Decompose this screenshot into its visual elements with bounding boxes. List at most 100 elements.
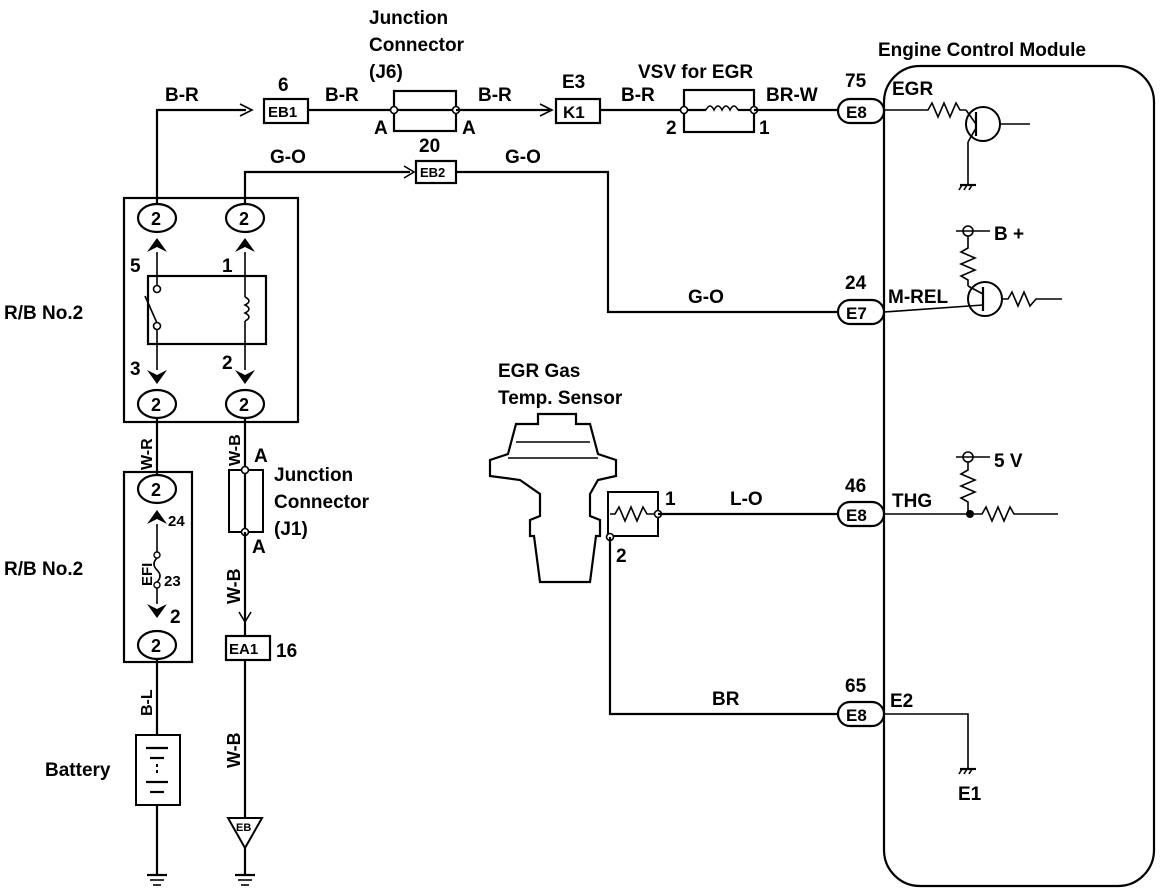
egr-transistor-emitter [967, 127, 977, 143]
vsv-label-pin-1: 1 [759, 118, 770, 139]
j6-label-a-left: A [374, 118, 388, 139]
wire-label-wb-1: W-B [227, 434, 244, 466]
relay-body [146, 274, 268, 346]
efi-chevron-2 [147, 604, 167, 618]
ecm-terminal-bplus: B + [994, 224, 1024, 245]
connector-eb2-code: EB2 [420, 165, 445, 180]
efi-pin-24: 24 [168, 513, 185, 530]
relay-pin-5: 5 [130, 256, 141, 277]
vsv-coil-icon [705, 105, 739, 112]
j1-title-1: Junction [274, 465, 353, 486]
j1-label-a-top: A [254, 446, 268, 467]
connector-e7-code: E7 [846, 304, 867, 323]
ground-eb-icon [226, 817, 264, 851]
egr-transistor-collector [965, 109, 977, 125]
sensor-title-2: Temp. Sensor [498, 388, 623, 409]
sensor-title-1: EGR Gas [498, 361, 580, 382]
connector-k1-pin: E3 [562, 72, 585, 93]
relay-switch-contact-top [152, 284, 162, 294]
e1-ground-hatch-1 [958, 768, 963, 775]
j6-title-2: Connector [369, 35, 465, 56]
efi-fuse-contact-top [153, 551, 161, 559]
relay-chevron-3 [147, 370, 167, 384]
ground-eb-label: EB [236, 822, 251, 834]
mrel-pullup-resistor-icon [958, 236, 978, 286]
connector-e8-egr-code: E8 [846, 103, 867, 122]
relay-pin-2: 2 [222, 353, 233, 374]
vsv-label-pin-2: 2 [666, 118, 677, 139]
sensor-thermistor-icon [610, 504, 658, 524]
connector-e8-egr-pin: 75 [845, 71, 867, 92]
wire-label-br-2: B-R [325, 85, 359, 106]
relay-chevron-1 [235, 238, 255, 252]
connector-e8-e2-pin: 65 [845, 676, 867, 697]
j6-label-a-right: A [462, 118, 476, 139]
vsv-pin-2 [679, 105, 689, 115]
connector-ea1-pin: 16 [276, 641, 297, 662]
ecm-terminal-e2: E2 [890, 691, 913, 712]
sensor-label-pin-1: 1 [665, 489, 676, 510]
relay-pin-3: 3 [130, 359, 141, 380]
e1-ground-hatch-3 [968, 768, 973, 775]
efi-conn-bottom-pin: 2 [151, 636, 161, 656]
connector-k1-code: K1 [563, 103, 585, 122]
thg-pullup-resistor-icon [958, 462, 978, 514]
ecm-terminal-e1: E1 [958, 784, 982, 805]
wire-label-br-3: B-R [478, 85, 512, 106]
br-wire-rise [155, 108, 246, 206]
connector-e8-egr [836, 97, 886, 125]
connector-ea1 [224, 634, 272, 662]
rb-conn-top-right-pin: 2 [239, 209, 249, 229]
connector-e7-pin: 24 [845, 273, 867, 294]
connector-e8-e2-code: E8 [846, 706, 867, 725]
wire-label-go-3: G-O [688, 287, 724, 308]
wire-label-lo: L-O [730, 489, 763, 510]
j1-label-a-bottom: A [252, 537, 266, 558]
battery-label: Battery [45, 760, 111, 781]
rb-conn-top-left-pin: 2 [151, 209, 161, 229]
egr-gas-temp-sensor-icon [488, 412, 618, 584]
relay-switch-contact-bottom [152, 321, 162, 331]
connector-e8-thg-code: E8 [846, 506, 867, 525]
connector-e8-thg-pin: 46 [845, 476, 866, 497]
j6-title-3: (J6) [369, 62, 403, 83]
efi-fuse-icon [153, 557, 161, 583]
go-wire-2 [456, 170, 838, 314]
rb-conn-top-left [136, 202, 178, 234]
wire-label-go-1: G-O [270, 147, 306, 168]
relay-chevron-5 [147, 238, 167, 252]
br-arrow-1 [239, 103, 254, 117]
efi-chevron-24 [147, 510, 167, 524]
wire-label-bl: B-L [139, 689, 156, 716]
efi-conn-top-pin: 2 [151, 480, 161, 500]
mrel-base-resistor-icon [1002, 289, 1062, 309]
efi-label: EFI [139, 563, 156, 586]
wire-label-go-2: G-O [505, 147, 541, 168]
wire-label-br-4: B-R [621, 85, 655, 106]
egr-ground-hatch-3 [968, 184, 973, 191]
j1-pin-a-top [240, 465, 250, 475]
egr-ground-hatch-2 [963, 184, 968, 191]
j1-title-3: (J1) [274, 519, 308, 540]
mrel-transistor-icon [967, 281, 1003, 317]
rb-conn-bottom-left-pin: 2 [151, 395, 161, 415]
ecm-terminal-egr: EGR [892, 79, 933, 100]
j6-pin-a-left [389, 105, 399, 115]
rb-conn-top-right [224, 202, 266, 234]
rb2-upper-label: R/B No.2 [4, 303, 83, 324]
ecm-terminal-thg: THG [892, 491, 932, 512]
wire-label-brw: BR-W [766, 85, 818, 106]
connector-ea1-code: EA1 [229, 641, 258, 658]
connector-eb2-pin: 20 [419, 136, 440, 157]
e2-internal-wire [884, 713, 969, 768]
vsv-title: VSV for EGR [638, 62, 753, 83]
wire-label-br: BR [712, 689, 740, 710]
connector-eb1-code: EB1 [268, 104, 297, 121]
efi-pin-2: 2 [170, 607, 181, 628]
rb2-lower-label: R/B No.2 [4, 559, 83, 580]
relay-coil-icon [243, 296, 250, 322]
relay-chevron-2 [235, 370, 255, 384]
relay-block-upper [122, 196, 300, 424]
go-arrow [403, 165, 416, 179]
